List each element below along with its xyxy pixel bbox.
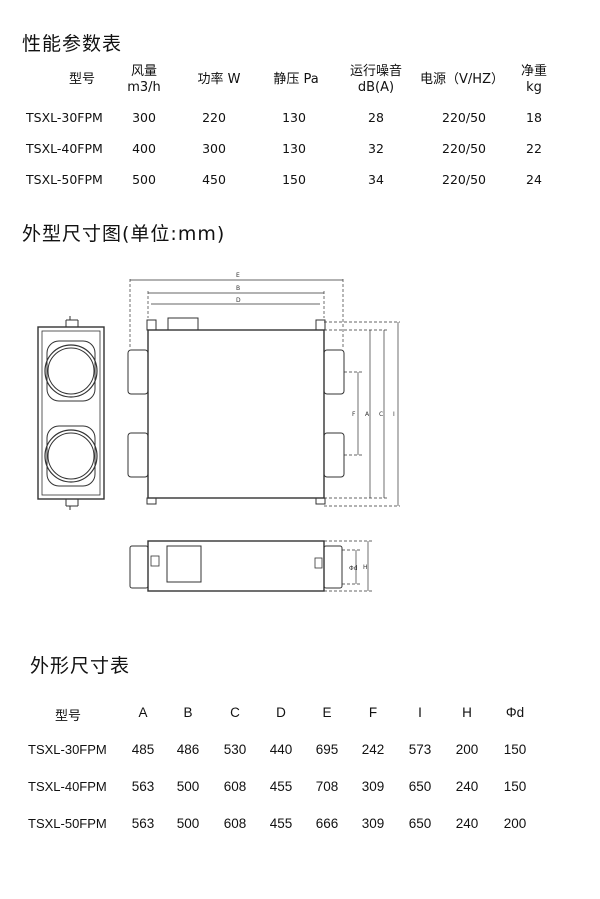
dims-cell: 309 [361, 816, 385, 831]
dim-label-c: C [379, 411, 383, 418]
dim-label-f: F [352, 411, 356, 418]
perf-header-pressure: 静压 Pa [273, 72, 319, 87]
top-view [127, 279, 400, 507]
dim-label-a: A [365, 411, 370, 418]
perf-cell: 220 [202, 110, 226, 125]
dims-cell: 563 [131, 779, 155, 794]
dims-cell: 695 [315, 742, 339, 757]
perf-cell: 220/50 [442, 141, 486, 156]
perf-cell: 500 [132, 172, 156, 187]
dims-header: E [322, 705, 332, 720]
perf-table-title: 性能参数表 [22, 33, 123, 55]
dim-label-d: D [236, 297, 241, 304]
dims-cell: 309 [361, 779, 385, 794]
perf-cell: 22 [526, 141, 542, 156]
perf-cell: 18 [526, 110, 542, 125]
perf-cell: 34 [368, 172, 384, 187]
dims-cell: 708 [315, 779, 339, 794]
perf-cell: 130 [282, 141, 306, 156]
dims-header-model: 型号 [54, 709, 81, 724]
front-view [129, 540, 372, 592]
dim-label-i: I [393, 411, 395, 418]
drawing-title: 外型尺寸图(单位:mm) [22, 223, 226, 245]
perf-cell: TSXL-50FPM [26, 172, 103, 187]
dim-label-b: B [236, 285, 240, 292]
dims-cell: 200 [455, 742, 479, 757]
dims-header: A [138, 705, 148, 720]
dims-cell: 666 [315, 816, 339, 831]
dims-cell: 200 [503, 816, 527, 831]
dims-cell: 150 [503, 779, 527, 794]
dims-table-title: 外形尺寸表 [30, 655, 131, 677]
dims-header: B [183, 705, 193, 720]
dims-cell: 150 [503, 742, 527, 757]
perf-cell: 300 [132, 110, 156, 125]
dims-cell: 240 [455, 816, 479, 831]
perf-cell: 130 [282, 110, 306, 125]
perf-cell: 220/50 [442, 172, 486, 187]
dims-header: Φd [505, 705, 525, 720]
perf-cell: 150 [282, 172, 306, 187]
perf-cell: 220/50 [442, 110, 486, 125]
dims-cell: 573 [408, 742, 432, 757]
dims-cell: 530 [223, 742, 247, 757]
dims-cell: 563 [131, 816, 155, 831]
dims-header: C [230, 705, 240, 720]
perf-cell: 450 [202, 172, 226, 187]
dims-cell: 486 [176, 742, 200, 757]
dims-cell: 240 [455, 779, 479, 794]
perf-cell: 400 [132, 141, 156, 156]
dims-header: D [276, 705, 286, 720]
dims-cell: 485 [131, 742, 155, 757]
perf-header-power-supply: 电源（V/HZ） [420, 72, 504, 87]
dims-cell: 500 [176, 816, 200, 831]
dims-cell: 500 [176, 779, 200, 794]
dims-cell: TSXL-50FPM [28, 816, 107, 831]
dims-cell: 440 [269, 742, 293, 757]
perf-cell: 28 [368, 110, 384, 125]
perf-cell: 32 [368, 141, 384, 156]
dims-cell: 608 [223, 816, 247, 831]
dims-cell: TSXL-30FPM [28, 742, 107, 757]
dims-cell: 608 [223, 779, 247, 794]
perf-cell: 300 [202, 141, 226, 156]
perf-cell: 24 [526, 172, 542, 187]
perf-cell: TSXL-30FPM [26, 110, 103, 125]
dim-label-e: E [236, 272, 240, 279]
dims-cell: 455 [269, 779, 293, 794]
dim-label-h: H [363, 564, 368, 571]
dims-header: F [368, 705, 378, 720]
dims-cell: 455 [269, 816, 293, 831]
dimension-drawing: E B D F A C I Φd H [37, 272, 400, 592]
dims-cell: 242 [361, 742, 385, 757]
end-view [37, 316, 105, 510]
dims-header: H [462, 705, 472, 720]
perf-header-power: 功率 W [197, 72, 241, 87]
dims-cell: 650 [408, 779, 432, 794]
dims-header: I [418, 705, 422, 720]
dims-cell: 650 [408, 816, 432, 831]
dims-cell: TSXL-40FPM [28, 779, 107, 794]
perf-cell: TSXL-40FPM [26, 141, 103, 156]
dim-label-phid: Φd [349, 565, 358, 572]
perf-header-model: 型号 [68, 72, 95, 87]
